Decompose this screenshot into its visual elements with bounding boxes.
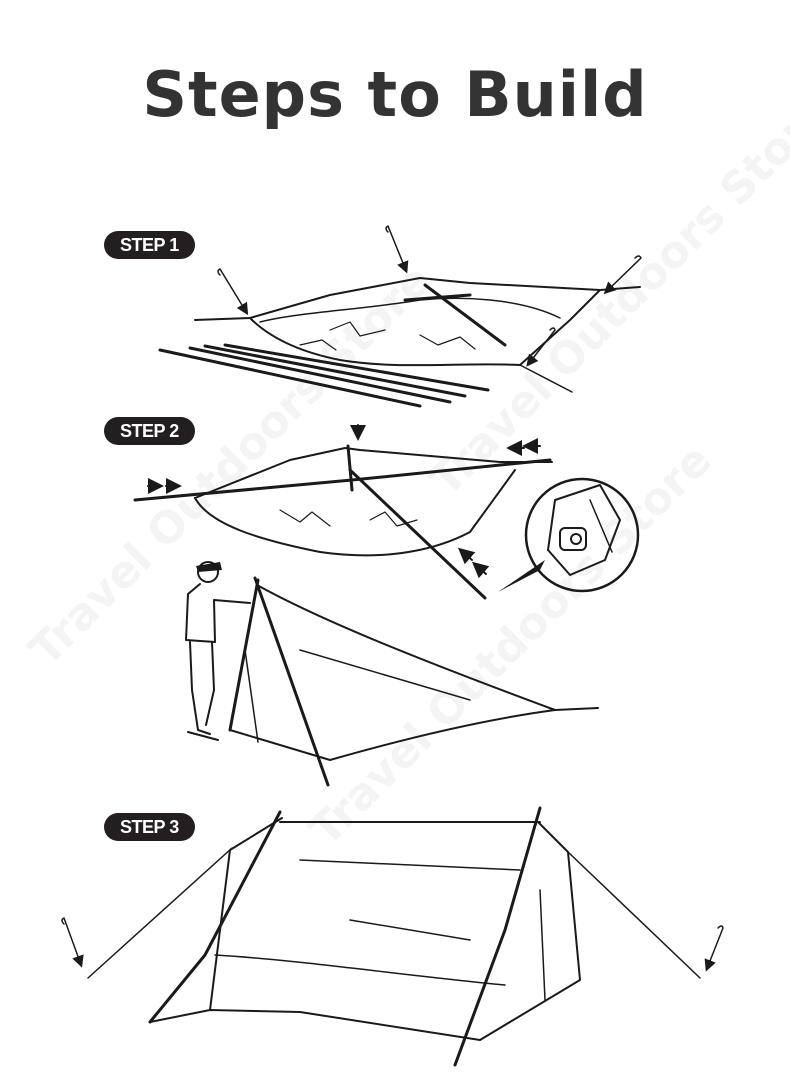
tent-poles (158, 343, 490, 408)
finished-tent (148, 806, 581, 1067)
tent-stakes (217, 225, 642, 393)
guy-lines-and-stakes (61, 847, 724, 979)
step-2-badge: STEP 2 (104, 417, 195, 445)
tent-with-poles (133, 444, 553, 600)
step-3-illustration (61, 806, 724, 1067)
step-1-badge: STEP 1 (104, 231, 195, 259)
person-raising-tent (185, 561, 251, 741)
direction-arrows (147, 424, 541, 579)
step-3-badge: STEP 3 (104, 813, 195, 841)
step-2-illustration (133, 424, 640, 787)
flat-tent-body (194, 277, 641, 367)
step-1-illustration (158, 225, 642, 408)
half-raised-tent (228, 576, 599, 787)
buckle-detail-zoom (498, 477, 640, 593)
page-title: Steps to Build (142, 58, 648, 131)
